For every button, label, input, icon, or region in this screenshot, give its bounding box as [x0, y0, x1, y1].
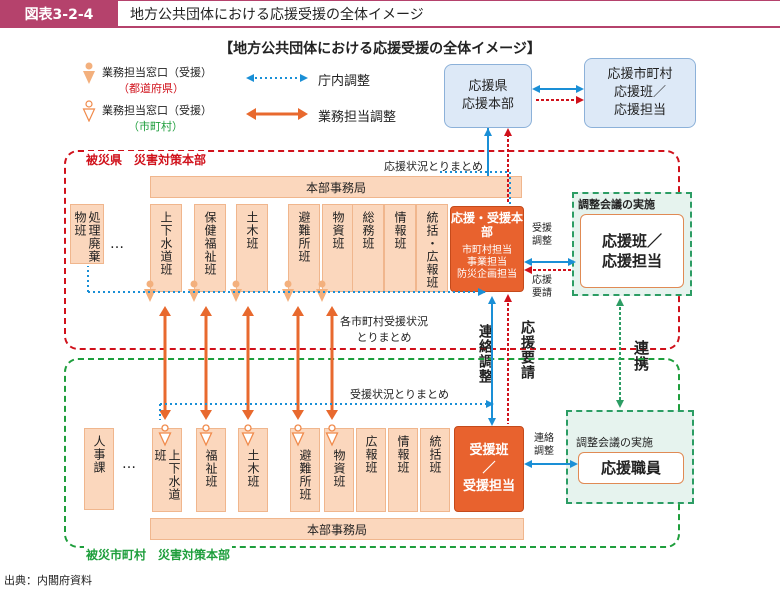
- city-ellipsis: …: [122, 456, 136, 472]
- pref-status-summary: 応援状況とりまとめ: [384, 160, 483, 173]
- pref-col-0: 処理廃棄物班: [70, 204, 104, 264]
- pref-col-5: 物資班: [322, 204, 354, 292]
- pref-hq-office: 本部事務局: [150, 176, 522, 198]
- support-pref-box: 応援県 応援本部: [444, 64, 532, 128]
- figure-title: 地方公共団体における応援受援の全体イメージ: [118, 0, 780, 28]
- city-contact-adjust: 連絡 調整: [534, 433, 554, 457]
- city-hq-office: 本部事務局: [150, 518, 524, 540]
- pref-col-8: 統括・広報班: [416, 204, 448, 292]
- legend-business-label: 業務担当調整: [318, 110, 397, 125]
- legend-internal-label: 庁内調整: [318, 74, 371, 89]
- middle-request: 応援要請: [519, 320, 535, 380]
- person-icon-city: [82, 100, 96, 122]
- city-col-5: 物資班: [324, 428, 354, 512]
- pref-support-adjust: 受援 調整: [532, 223, 552, 247]
- pref-support-hq-sub-2: 防災企画担当: [457, 269, 517, 280]
- city-col-4: 避難所班: [290, 428, 320, 512]
- pref-support-hq-title: 応援・受援本部: [451, 211, 524, 239]
- pref-meeting-box: 応援班／ 応援担当: [580, 214, 684, 288]
- pref-col-4: 避難所班: [288, 204, 320, 292]
- source-note: 出典：内閣府資料: [4, 574, 92, 587]
- city-col-6: 広報班: [356, 428, 386, 512]
- city-status-summary: 受援状況とりまとめ: [350, 388, 449, 401]
- pref-city-status: 各市町村受援状況 とりまとめ: [340, 315, 428, 344]
- legend-city-label: （市町村）: [128, 120, 183, 133]
- city-col-0: 人事課: [84, 428, 114, 510]
- city-col-1: 上下水道班: [152, 428, 182, 512]
- top-link-arrows: [532, 85, 584, 104]
- pref-col-3: 土木班: [236, 204, 268, 292]
- pref-ellipsis: …: [110, 236, 124, 252]
- city-col-2: 福祉班: [196, 428, 226, 512]
- pref-support-hq-sub-1: 事業担当: [467, 257, 507, 268]
- city-meeting-title: 調整会議の実施: [576, 436, 653, 449]
- person-icon-pref: [83, 62, 95, 84]
- pref-support-hq-sub-0: 市町村担当: [462, 245, 512, 256]
- support-city-box: 応援市町村 応援班／ 応援担当: [584, 58, 696, 128]
- legend-pref-label: （都道府県）: [118, 82, 184, 95]
- pref-col-7: 情報班: [384, 204, 416, 292]
- middle-cooperation: 連携: [632, 340, 650, 372]
- pref-col-6: 総務班: [352, 204, 384, 292]
- figure-label: 図表3-2-4: [0, 0, 118, 28]
- city-support-team: 受援班 ／ 受援担当: [454, 426, 524, 512]
- legend-arrows: [246, 74, 308, 120]
- pref-support-request: 応援 要請: [532, 275, 552, 299]
- city-col-8: 統括班: [420, 428, 450, 512]
- middle-coordination: 連絡調整: [477, 324, 493, 384]
- pref-col-2: 保健福祉班: [194, 204, 226, 292]
- legend-city-window: 業務担当窓口（受援）: [102, 104, 212, 117]
- legend-pref-window: 業務担当窓口（受援）: [102, 66, 212, 79]
- city-col-7: 情報班: [388, 428, 418, 512]
- pref-hq-label: 被災県 災害対策本部: [84, 151, 209, 168]
- pref-meeting-title: 調整会議の実施: [578, 198, 655, 211]
- pref-col-1: 上下水道班: [150, 204, 182, 292]
- city-hq-label: 被災市町村 災害対策本部: [84, 546, 233, 563]
- pref-support-hq: 応援・受援本部 市町村担当 事業担当 防災企画担当: [450, 206, 524, 292]
- diagram-title: 【地方公共団体における応援受援の全体イメージ】: [219, 41, 541, 57]
- city-meeting-box: 応援職員: [578, 452, 684, 484]
- city-col-3: 土木班: [238, 428, 268, 512]
